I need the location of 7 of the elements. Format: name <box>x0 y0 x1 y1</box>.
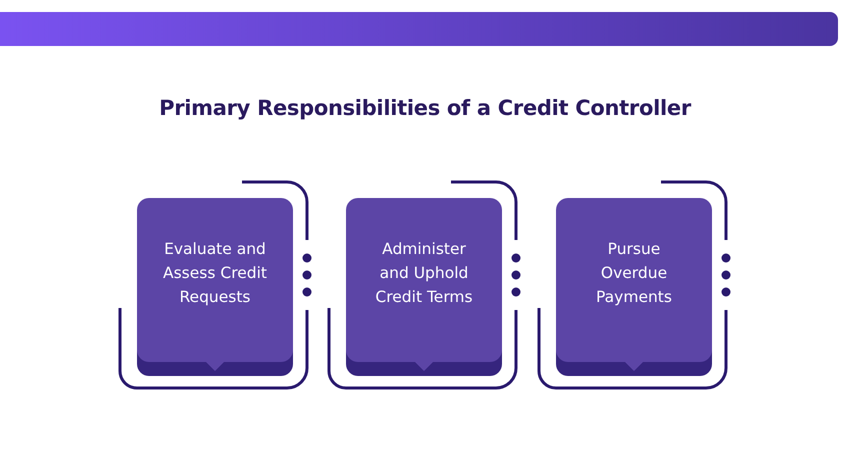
title: Primary Responsibilities of a Credit Controller <box>158 96 692 120</box>
process-card <box>346 198 502 362</box>
card-text: Pursue Overdue Payments <box>595 239 673 308</box>
card-text: Administer and Uphold Credit Terms <box>374 239 474 308</box>
card-text: Evaluate and Assess Credit Requests <box>162 239 268 308</box>
process-card <box>556 198 712 362</box>
process-card <box>137 198 293 362</box>
